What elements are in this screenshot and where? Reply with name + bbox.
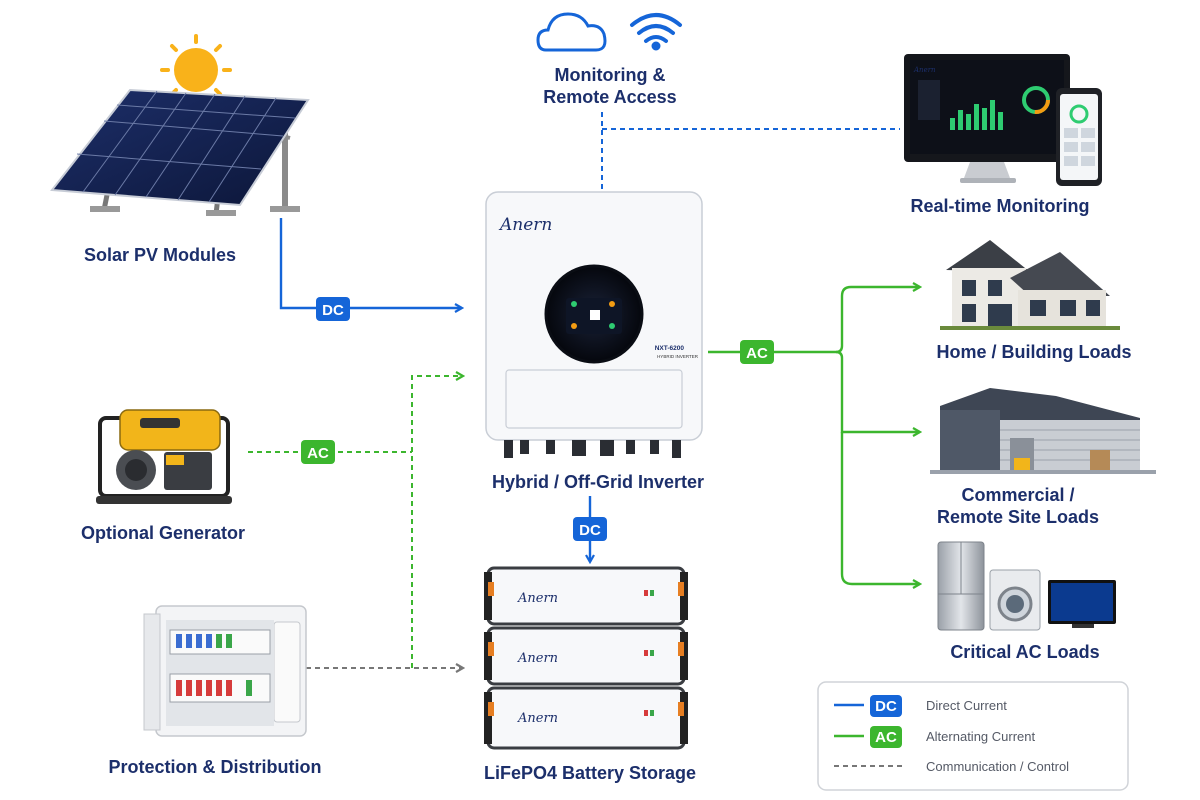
generator-label: Optional Generator (81, 523, 245, 543)
svg-text:Anern: Anern (913, 66, 936, 74)
protection-label: Protection & Distribution (109, 757, 322, 777)
monitoring-label-1: Monitoring & (555, 65, 666, 85)
svg-text:DC: DC (322, 302, 344, 319)
cloud-icon (536, 12, 607, 52)
svg-text:AC: AC (875, 729, 897, 746)
solar-label: Solar PV Modules (84, 245, 236, 265)
ac-pill-output: AC (740, 340, 774, 364)
svg-text:DC: DC (875, 698, 897, 715)
svg-text:AC: AC (307, 445, 329, 462)
svg-text:NXT-6200: NXT-6200 (655, 345, 685, 352)
monitor-image: Anern (904, 54, 1070, 183)
inverter-label: Hybrid / Off-Grid Inverter (492, 472, 704, 492)
battery-label: LiFePO4 Battery Storage (484, 763, 696, 783)
home-label: Home / Building Loads (936, 342, 1131, 362)
legend-item-ac: AC Alternating Current (834, 726, 1035, 748)
svg-text:Anern: Anern (517, 591, 558, 606)
ac-line-commercial (835, 350, 920, 432)
appliances-image (937, 541, 1116, 631)
svg-text:Direct Current: Direct Current (926, 698, 1007, 713)
svg-text:DC: DC (579, 522, 601, 539)
house-image (940, 240, 1120, 330)
wifi-icon (630, 13, 682, 51)
inverter-image: Anern NXT-6200 HYBRID INVERTER (485, 191, 703, 458)
legend: DC Direct Current AC Alternating Current… (817, 681, 1129, 791)
svg-text:Anern: Anern (517, 711, 558, 726)
commercial-label-1: Commercial / (961, 485, 1074, 505)
dc-pill-battery: DC (573, 517, 607, 541)
dc-line-solar (279, 218, 462, 308)
legend-item-comm: Communication / Control (834, 759, 1069, 774)
svg-text:AC: AC (746, 345, 768, 362)
svg-text:Anern: Anern (517, 651, 558, 666)
protection-panel-image (143, 605, 307, 737)
ac-line-loads (708, 287, 920, 354)
svg-text:Communication / Control: Communication / Control (926, 759, 1069, 774)
ac-line-critical (840, 432, 920, 584)
phone-image (1056, 88, 1102, 186)
svg-text:Anern: Anern (498, 215, 552, 235)
monitoring-label-2: Remote Access (543, 87, 676, 107)
battery-stack-image: Anern Anern Anern (484, 566, 688, 750)
ac-pill-generator: AC (301, 440, 335, 464)
svg-text:Alternating Current: Alternating Current (926, 729, 1035, 744)
legend-item-dc: DC Direct Current (834, 695, 1007, 717)
svg-text:HYBRID INVERTER: HYBRID INVERTER (657, 354, 699, 359)
solar-panel-image (50, 88, 310, 216)
comm-line-monitoring (601, 112, 900, 192)
generator-image (96, 409, 232, 504)
dc-pill-solar: DC (316, 297, 350, 321)
commercial-label-2: Remote Site Loads (937, 507, 1099, 527)
warehouse-image (930, 388, 1156, 474)
realtime-label: Real-time Monitoring (911, 196, 1090, 216)
critical-label: Critical AC Loads (950, 642, 1099, 662)
